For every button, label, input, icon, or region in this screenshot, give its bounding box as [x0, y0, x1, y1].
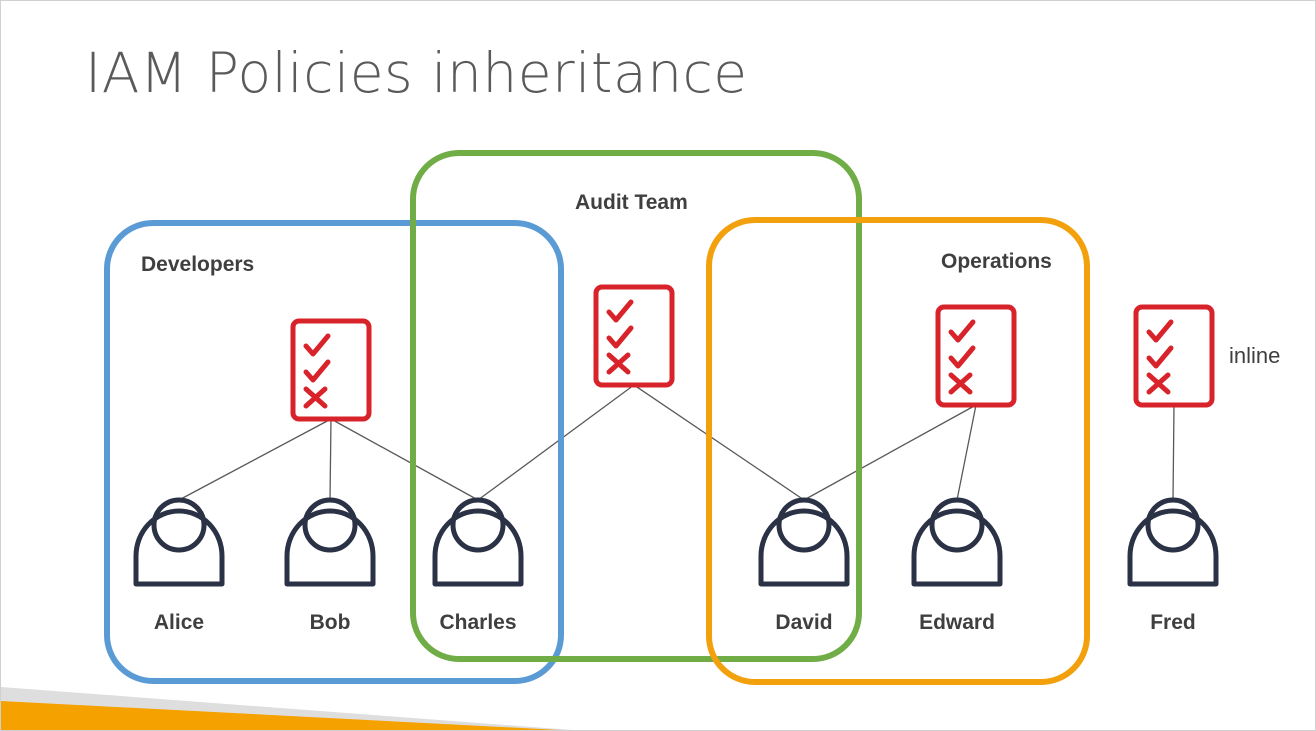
person-icon-alice[interactable]	[133, 497, 225, 587]
check-icon	[303, 333, 331, 357]
connector-developers-policy-to-alice	[178, 418, 332, 501]
connector-audit-team-policy-to-david	[633, 384, 805, 501]
connector-inline-policy-to-fred	[1172, 404, 1175, 501]
inline-policy-label: inline	[1229, 343, 1281, 368]
policy-icon-audit-team-policy[interactable]	[593, 284, 675, 388]
person-icon-david[interactable]	[758, 497, 850, 587]
person-icon-bob[interactable]	[284, 497, 376, 587]
connector-operations-policy-to-edward	[956, 404, 977, 501]
group-boundary-operations[interactable]	[706, 217, 1090, 685]
page-title: IAM Policies inheritance	[85, 41, 748, 105]
connector-audit-team-policy-to-charles	[477, 384, 635, 501]
person-name-alice: Alice	[153, 611, 205, 634]
policy-icon-developers-policy[interactable]	[290, 318, 372, 422]
group-label-developers: Developers	[141, 253, 255, 276]
connector-operations-policy-to-david	[803, 404, 977, 501]
connector-developers-policy-to-charles	[330, 418, 479, 501]
check-icon	[948, 319, 976, 343]
connector-lines	[178, 384, 1175, 501]
check-icon	[303, 359, 331, 383]
group-boundary-developers[interactable]	[104, 220, 564, 684]
check-icon	[1146, 345, 1174, 369]
footer-orange-band	[1, 701, 561, 730]
check-icon	[606, 325, 634, 349]
person-name-david: David	[775, 611, 833, 634]
person-icon-edward[interactable]	[911, 497, 1003, 587]
person-icons	[133, 497, 1219, 587]
person-name-bob: Bob	[309, 611, 351, 634]
connector-developers-policy-to-bob	[329, 418, 332, 501]
cross-icon	[1146, 372, 1171, 395]
group-boundaries	[104, 150, 1090, 685]
policy-icons	[290, 284, 1215, 422]
cross-icon	[948, 372, 973, 395]
person-icon-fred[interactable]	[1127, 497, 1219, 587]
policy-icon-operations-policy[interactable]	[935, 304, 1017, 408]
person-name-fred: Fred	[1150, 611, 1196, 634]
group-label-audit-team: Audit Team	[575, 191, 688, 214]
cross-icon	[303, 386, 328, 409]
person-name-charles: Charles	[439, 611, 517, 634]
person-icon-charles[interactable]	[432, 497, 524, 587]
check-icon	[948, 345, 976, 369]
group-boundary-audit-team[interactable]	[410, 150, 862, 662]
person-name-edward: Edward	[919, 611, 995, 634]
cross-icon	[606, 352, 631, 375]
group-label-operations: Operations	[941, 250, 1052, 273]
policy-icon-inline-policy[interactable]	[1133, 304, 1215, 408]
check-icon	[1146, 319, 1174, 343]
check-icon	[606, 299, 634, 323]
